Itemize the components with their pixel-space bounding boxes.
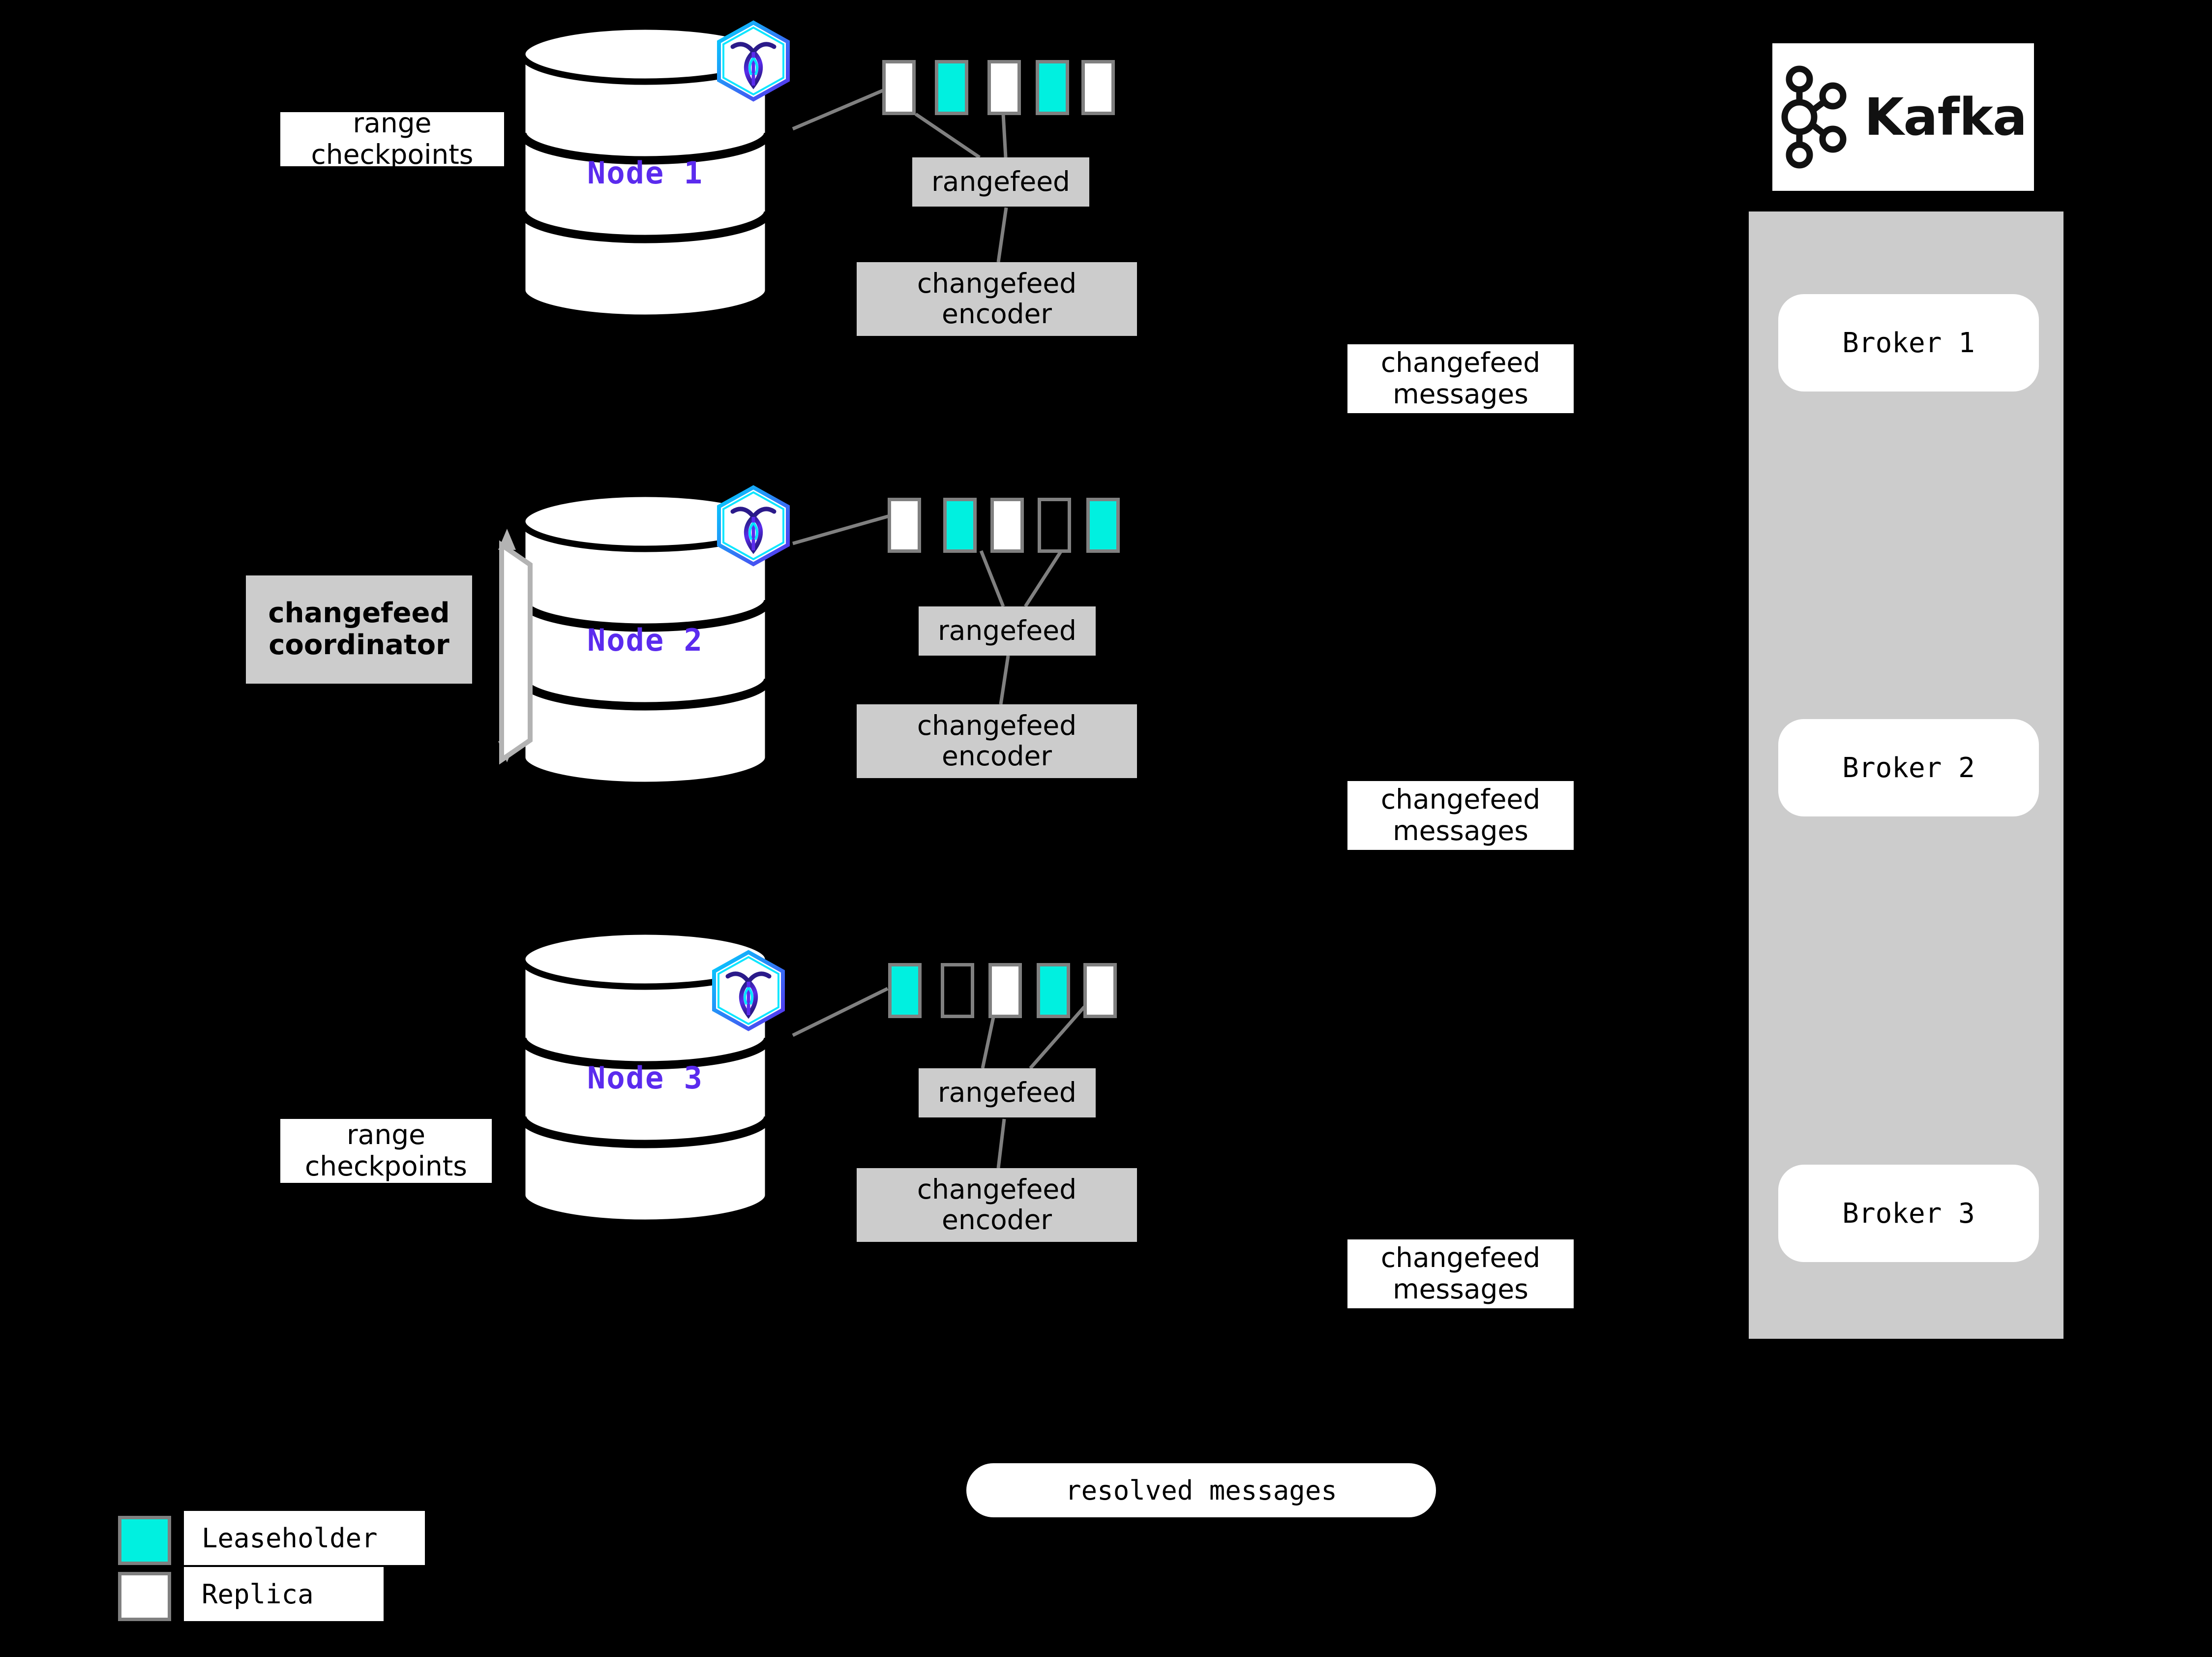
replica-box bbox=[987, 60, 1021, 115]
replica-box bbox=[1038, 498, 1071, 553]
node2-rangefeed-box: rangefeed bbox=[919, 606, 1096, 656]
kafka-node-graph-icon bbox=[1781, 65, 1847, 169]
kafka-broker-2[interactable]: Broker 2 bbox=[1778, 719, 2039, 816]
replica-box bbox=[1037, 963, 1070, 1018]
replica-box bbox=[943, 498, 977, 553]
changefeed-messages-label-1: changefeed messages bbox=[1347, 344, 1574, 413]
node2-changefeed-encoder-box: changefeed encoder bbox=[857, 704, 1137, 778]
changefeed-messages-label-2: changefeed messages bbox=[1347, 781, 1574, 850]
legend-swatch-leaseholder bbox=[118, 1516, 171, 1565]
changefeed-messages-label-3: changefeed messages bbox=[1347, 1239, 1574, 1308]
node1-changefeed-encoder-box: changefeed encoder bbox=[857, 262, 1137, 336]
node2-cylinder: Node 2 bbox=[517, 492, 773, 787]
replica-box bbox=[941, 963, 974, 1018]
cockroachdb-hex-icon bbox=[714, 20, 793, 102]
node1-cylinder: Node 1 bbox=[517, 25, 773, 320]
node1-rangefeed-box: rangefeed bbox=[912, 157, 1089, 207]
cockroachdb-hex-icon bbox=[714, 484, 793, 567]
replica-box bbox=[988, 963, 1022, 1018]
replica-box bbox=[1083, 963, 1117, 1018]
replica-box bbox=[888, 963, 922, 1018]
range-checkpoints-label-top: range checkpoints bbox=[280, 107, 504, 170]
legend-label-replica: Replica bbox=[184, 1567, 384, 1621]
node1-label: Node 1 bbox=[587, 155, 703, 191]
node2-label: Node 2 bbox=[587, 622, 703, 658]
legend-swatch-replica bbox=[118, 1572, 171, 1621]
node3-cylinder: Node 3 bbox=[517, 930, 773, 1225]
replica-box bbox=[888, 498, 921, 553]
kafka-wordmark: Kafka bbox=[1864, 87, 2027, 147]
changefeed-coordinator-box: changefeed coordinator bbox=[246, 575, 472, 684]
range-checkpoints-label-bottom: range checkpoints bbox=[280, 1119, 492, 1183]
node3-rangefeed-box: rangefeed bbox=[919, 1068, 1096, 1117]
replica-box bbox=[1086, 498, 1120, 553]
node3-label: Node 3 bbox=[587, 1060, 703, 1096]
kafka-logo: Kafka bbox=[1772, 43, 2034, 191]
node3-changefeed-encoder-box: changefeed encoder bbox=[857, 1168, 1137, 1242]
legend-label-leaseholder: Leaseholder bbox=[184, 1511, 425, 1565]
replica-box bbox=[1036, 60, 1069, 115]
replica-box bbox=[882, 60, 916, 115]
resolved-messages-pill: resolved messages bbox=[966, 1463, 1436, 1517]
replica-box bbox=[990, 498, 1024, 553]
replica-box bbox=[1081, 60, 1115, 115]
kafka-broker-3[interactable]: Broker 3 bbox=[1778, 1165, 2039, 1262]
cockroachdb-hex-icon bbox=[709, 949, 788, 1032]
kafka-broker-1[interactable]: Broker 1 bbox=[1778, 294, 2039, 392]
replica-box bbox=[935, 60, 968, 115]
